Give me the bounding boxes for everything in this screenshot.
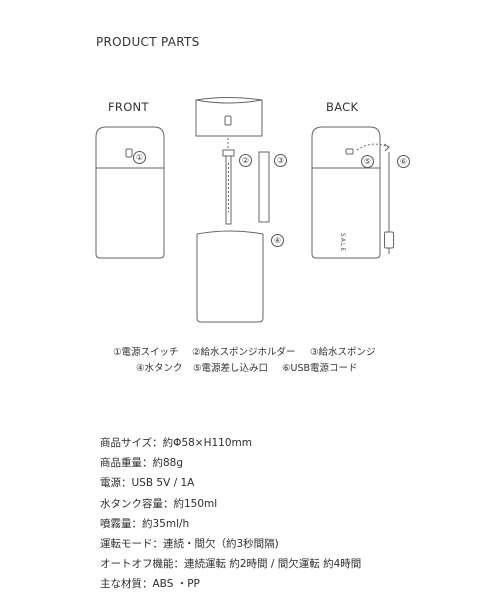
legend-item-usb-cable: ⑥USB電源コード xyxy=(282,363,358,374)
back-view-label: BACK xyxy=(326,100,359,114)
spec-spray-amount: 噴霧量：約35ml/h xyxy=(100,517,190,530)
front-device-top xyxy=(95,126,165,169)
front-device-body xyxy=(95,167,165,259)
power-port xyxy=(345,148,354,155)
part-number-5: ⑤ xyxy=(361,155,374,168)
legend-item-sponge: ③給水スポンジ xyxy=(310,347,376,358)
page-title: PRODUCT PARTS xyxy=(96,35,200,49)
usb-cable xyxy=(356,143,394,254)
spec-materials: 主な材質：ABS ・PP xyxy=(100,578,200,591)
sponge xyxy=(258,151,270,223)
spec-operation-mode: 運転モード：連続・間欠（約3秒間隔) xyxy=(100,538,279,551)
spec-tank-capacity: 水タンク容量：約150ml xyxy=(100,497,218,510)
legend-item-water-tank: ④水タンク xyxy=(136,363,183,374)
legend-item-sponge-holder: ②給水スポンジホルダー xyxy=(192,347,296,358)
device-brand-text: SALE xyxy=(339,233,346,253)
back-device xyxy=(311,126,381,259)
spec-weight: 商品重量：約88g xyxy=(100,457,184,470)
spec-auto-off: オートオフ機能：連続運転 約2時間 / 間欠運転 約4時間 xyxy=(100,558,362,571)
front-power-switch xyxy=(125,148,133,158)
front-device xyxy=(95,126,165,259)
part-number-3: ③ xyxy=(274,154,287,167)
front-view-label: FRONT xyxy=(108,100,149,114)
spec-size: 商品サイズ：約Φ58×H110mm xyxy=(100,437,253,449)
sponge-holder xyxy=(222,149,235,225)
part-number-1: ① xyxy=(133,151,146,164)
part-number-2: ② xyxy=(239,154,252,167)
part-number-6: ⑥ xyxy=(397,155,410,168)
center-cap xyxy=(195,97,263,137)
water-tank xyxy=(196,230,264,323)
spec-power: 電源：USB 5V / 1A xyxy=(100,477,195,490)
spec-list: 商品サイズ：約Φ58×H110mm 商品重量：約88g 電源：USB 5V / … xyxy=(100,433,361,595)
part-number-4: ④ xyxy=(271,234,284,247)
legend-item-power-switch: ①電源スイッチ xyxy=(113,347,179,358)
legend-item-power-port: ⑤電源差し込み口 xyxy=(193,363,269,374)
